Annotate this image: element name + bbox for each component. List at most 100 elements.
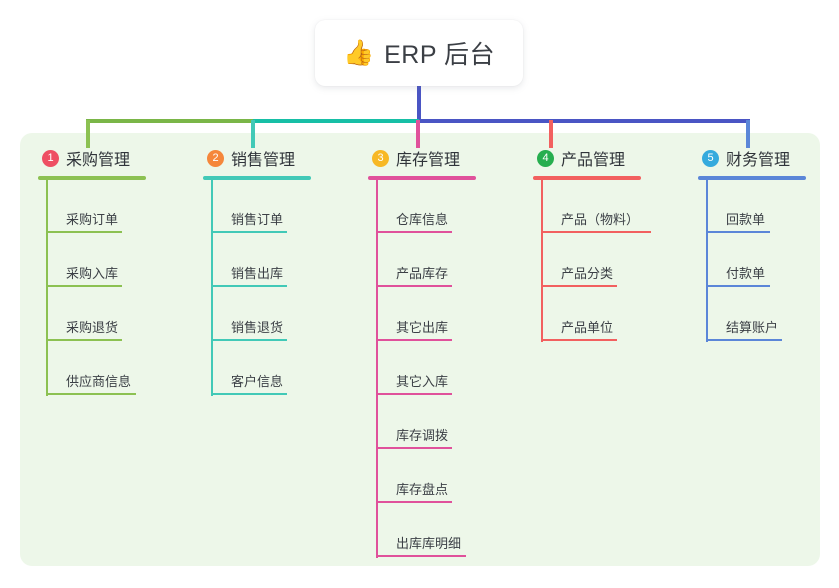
branch-underline-5 bbox=[698, 176, 806, 180]
leaf-underline bbox=[376, 501, 452, 503]
leaf-label: 库存盘点 bbox=[396, 482, 449, 497]
leaf-item[interactable]: 出库库明细 bbox=[368, 508, 518, 562]
leaf-item[interactable]: 仓库信息 bbox=[368, 184, 518, 238]
branches-panel bbox=[20, 133, 820, 566]
leaf-underline bbox=[376, 447, 452, 449]
branch-spine-4 bbox=[541, 180, 543, 342]
leaf-underline bbox=[46, 231, 122, 233]
branch-badge-3: 3 bbox=[372, 149, 389, 167]
leaf-underline bbox=[706, 231, 770, 233]
branch-title-1: 采购管理 bbox=[66, 152, 131, 169]
leaf-item[interactable]: 库存盘点 bbox=[368, 454, 518, 508]
leaf-label: 客户信息 bbox=[231, 374, 284, 389]
leaf-underline bbox=[211, 339, 287, 341]
branch-header-1[interactable]: 1 采购管理 bbox=[38, 146, 188, 170]
leaf-label: 产品库存 bbox=[396, 266, 449, 281]
leaf-label: 销售出库 bbox=[231, 266, 284, 281]
branch-underline-2 bbox=[203, 176, 311, 180]
root-node-content: 👍 ERP 后台 bbox=[343, 35, 495, 71]
thumbs-up-icon: 👍 bbox=[342, 38, 375, 67]
leaf-item[interactable]: 销售订单 bbox=[203, 184, 353, 238]
leaf-label: 采购退货 bbox=[66, 320, 119, 335]
leaf-underline bbox=[376, 339, 452, 341]
leaf-label: 回款单 bbox=[726, 212, 766, 227]
leaf-item[interactable]: 产品分类 bbox=[533, 238, 683, 292]
branch-underline-4 bbox=[533, 176, 641, 180]
leaf-item[interactable]: 供应商信息 bbox=[38, 346, 188, 400]
leaf-underline bbox=[376, 555, 466, 557]
branch-badge-5: 5 bbox=[702, 149, 719, 167]
leaf-label: 产品分类 bbox=[561, 266, 614, 281]
branch-column-5: 5 财务管理 回款单 付款单 结算账户 bbox=[698, 146, 839, 346]
leaf-item[interactable]: 销售退货 bbox=[203, 292, 353, 346]
leaf-item[interactable]: 采购入库 bbox=[38, 238, 188, 292]
branch-badge-4: 4 bbox=[537, 149, 554, 167]
branch-leaves-5: 回款单 付款单 结算账户 bbox=[698, 180, 839, 346]
leaf-item[interactable]: 采购订单 bbox=[38, 184, 188, 238]
branch-spine-2 bbox=[211, 180, 213, 396]
leaf-label: 销售退货 bbox=[231, 320, 284, 335]
leaf-label: 其它入库 bbox=[396, 374, 449, 389]
branch-underline-1 bbox=[38, 176, 146, 180]
branch-header-5[interactable]: 5 财务管理 bbox=[698, 146, 839, 170]
leaf-item[interactable]: 产品（物料） bbox=[533, 184, 683, 238]
leaf-underline bbox=[376, 231, 452, 233]
leaf-underline bbox=[706, 285, 770, 287]
branch-spine-1 bbox=[46, 180, 48, 396]
leaf-label: 产品（物料） bbox=[561, 212, 640, 227]
branch-column-3: 3 库存管理 仓库信息 产品库存 其它出库 其它入库 库存调拨 bbox=[368, 146, 518, 562]
branch-header-2[interactable]: 2 销售管理 bbox=[203, 146, 353, 170]
branch-spine-5 bbox=[706, 180, 708, 342]
leaf-item[interactable]: 其它入库 bbox=[368, 346, 518, 400]
branch-leaves-3: 仓库信息 产品库存 其它出库 其它入库 库存调拨 库存盘点 bbox=[368, 180, 518, 562]
leaf-item[interactable]: 库存调拨 bbox=[368, 400, 518, 454]
branch-header-3[interactable]: 3 库存管理 bbox=[368, 146, 518, 170]
branch-leaves-4: 产品（物料） 产品分类 产品单位 bbox=[533, 180, 683, 346]
leaf-item[interactable]: 回款单 bbox=[698, 184, 839, 238]
branch-title-2: 销售管理 bbox=[231, 152, 296, 169]
branch-column-2: 2 销售管理 销售订单 销售出库 销售退货 客户信息 bbox=[203, 146, 353, 400]
leaf-underline bbox=[211, 231, 287, 233]
leaf-label: 采购入库 bbox=[66, 266, 119, 281]
leaf-label: 库存调拨 bbox=[396, 428, 449, 443]
root-title: ERP 后台 bbox=[384, 41, 496, 69]
leaf-label: 付款单 bbox=[726, 266, 766, 281]
leaf-item[interactable]: 结算账户 bbox=[698, 292, 839, 346]
leaf-item[interactable]: 销售出库 bbox=[203, 238, 353, 292]
leaf-label: 销售订单 bbox=[231, 212, 284, 227]
branch-leaves-2: 销售订单 销售出库 销售退货 客户信息 bbox=[203, 180, 353, 400]
leaf-item[interactable]: 付款单 bbox=[698, 238, 839, 292]
branch-column-1: 1 采购管理 采购订单 采购入库 采购退货 供应商信息 bbox=[38, 146, 188, 400]
branch-title-5: 财务管理 bbox=[726, 152, 791, 169]
leaf-item[interactable]: 客户信息 bbox=[203, 346, 353, 400]
leaf-label: 采购订单 bbox=[66, 212, 119, 227]
leaf-underline bbox=[211, 285, 287, 287]
branch-title-4: 产品管理 bbox=[561, 152, 626, 169]
leaf-item[interactable]: 产品库存 bbox=[368, 238, 518, 292]
branch-leaves-1: 采购订单 采购入库 采购退货 供应商信息 bbox=[38, 180, 188, 400]
root-node[interactable]: 👍 ERP 后台 bbox=[315, 20, 523, 86]
branch-title-3: 库存管理 bbox=[396, 152, 461, 169]
leaf-underline bbox=[376, 285, 452, 287]
leaf-label: 供应商信息 bbox=[66, 374, 132, 389]
leaf-underline bbox=[211, 393, 287, 395]
leaf-label: 产品单位 bbox=[561, 320, 614, 335]
leaf-item[interactable]: 采购退货 bbox=[38, 292, 188, 346]
branch-column-4: 4 产品管理 产品（物料） 产品分类 产品单位 bbox=[533, 146, 683, 346]
leaf-underline bbox=[46, 393, 136, 395]
leaf-underline bbox=[46, 285, 122, 287]
branch-header-4[interactable]: 4 产品管理 bbox=[533, 146, 683, 170]
leaf-label: 结算账户 bbox=[726, 320, 779, 335]
leaf-underline bbox=[541, 285, 617, 287]
branch-underline-3 bbox=[368, 176, 476, 180]
leaf-label: 仓库信息 bbox=[396, 212, 449, 227]
leaf-item[interactable]: 其它出库 bbox=[368, 292, 518, 346]
branch-badge-1: 1 bbox=[42, 149, 59, 167]
leaf-underline bbox=[376, 393, 452, 395]
leaf-item[interactable]: 产品单位 bbox=[533, 292, 683, 346]
leaf-underline bbox=[706, 339, 782, 341]
leaf-label: 出库库明细 bbox=[396, 536, 462, 551]
leaf-underline bbox=[46, 339, 122, 341]
leaf-underline bbox=[541, 339, 617, 341]
